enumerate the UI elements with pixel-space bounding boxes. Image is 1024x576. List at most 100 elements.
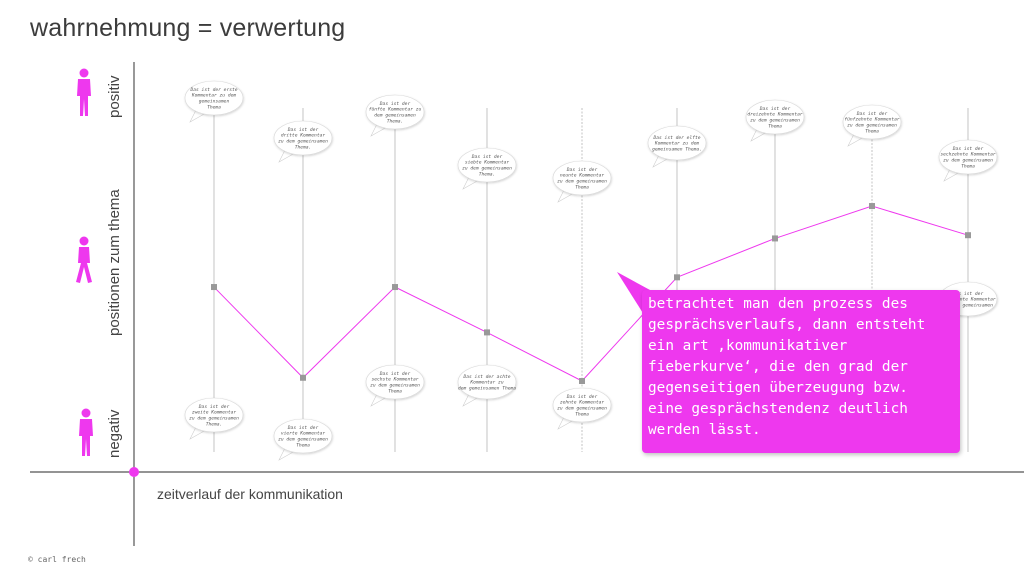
bubble-text-line: Thema (865, 128, 879, 134)
bubble-text-line: zu dem gemeinsamen (943, 302, 993, 308)
bubble-text-line: Das ist der (379, 371, 411, 377)
page-title: wahrnehmung = verwertung (30, 14, 346, 42)
bubble-text-line: fünfzehnte Kommentar (844, 117, 900, 123)
bubble-text-line: gemeinsamen Thema. (652, 146, 702, 152)
bubble-text-line: Das ist der elfte (652, 135, 700, 141)
bubble-text-line: Das ist der achte (462, 374, 510, 380)
bubble-text-line: siebzehnte Kommentar (940, 297, 996, 303)
callout-text: betrachtet man den prozess des gesprächs… (648, 296, 926, 438)
bubble-text-line: fünfte Kommentar zu (369, 107, 422, 113)
curve-point (392, 284, 398, 291)
y-label-middle: positionen zum thema (106, 189, 123, 336)
bubble-text-line: Das ist der (471, 154, 503, 160)
origin-dot (129, 467, 139, 477)
bubble-text-line: Das ist der (759, 106, 791, 112)
callout-box: betrachtet man den prozess des gesprächs… (642, 290, 960, 453)
bubble-text-line: zu dem gemeinsamen (278, 139, 328, 145)
bubble-text-line: Thema. (295, 144, 312, 150)
bubble-text-line: zweite Kommentar (192, 410, 236, 416)
bubble-text-line: zu dem gemeinsamen (750, 118, 800, 124)
bubble-text-line: siebte Kommentar (465, 160, 509, 166)
bubble-text-line: Das ist der (566, 394, 598, 400)
bubble-shape (552, 387, 612, 423)
bubble-text-line: Thema. (479, 171, 496, 177)
person-walking-icon (76, 236, 92, 283)
bubble-text-line: dritte Kommentar (281, 133, 325, 139)
callout-pointer (617, 272, 650, 318)
bubble-shape (842, 104, 902, 140)
x-axis-label: zeitverlauf der kommunikation (157, 486, 343, 502)
bubble-text-line: Kommentar zu (469, 380, 503, 386)
bubble-text-line: Das ist der (566, 167, 598, 173)
bubble-text-line: Das ist der (287, 127, 319, 133)
bubble-text-line: Das ist der (379, 101, 411, 107)
bubble-text-line: Kommentar zu dem (654, 141, 699, 147)
person-standing-icon (77, 68, 91, 116)
bubble-shape (745, 99, 805, 135)
curve-point (211, 284, 217, 291)
bubble-text-line: Thema (961, 163, 975, 169)
bubble-text-line: Thema (388, 388, 402, 394)
bubble-shape (365, 94, 425, 130)
curve-point (674, 274, 680, 281)
bubble-text-line: Das ist der (856, 111, 888, 117)
bubble-shape (273, 418, 333, 454)
y-label-negative: negativ (106, 409, 123, 458)
bubble-text-line: Thema (207, 104, 221, 110)
curve-point (869, 203, 875, 210)
curve-point (965, 232, 971, 239)
bubble-text-line: Thema (575, 411, 589, 417)
curve-point (300, 374, 306, 381)
bubble-text-line: dem gemeinsamen Thema (458, 385, 516, 391)
bubble-shape (184, 397, 244, 433)
bubble-text-line: Thema (768, 123, 782, 129)
bubble-shape (365, 364, 425, 400)
curve-point (772, 235, 778, 242)
bubble-shape (647, 125, 707, 161)
bubble-text-line: sechste Kommentar (371, 377, 418, 383)
bubble-shape (457, 147, 517, 183)
bubble-shape (457, 364, 517, 400)
bubble-text-line: neunte Kommentar (560, 173, 604, 179)
person-standing-icon (79, 408, 93, 456)
bubble-text-line: zu dem gemeinsamen (847, 123, 897, 129)
bubble-text-line: zu dem gemeinsamen (557, 179, 607, 185)
bubble-text-line: Kommentar zu dem (191, 93, 236, 99)
bubble-text-line: zu dem gemeinsamen (278, 437, 328, 443)
bubble-text-line: Thema (296, 442, 310, 448)
y-label-positive: positiv (106, 75, 123, 118)
bubble-text-line: zu dem gemeinsamen (370, 383, 420, 389)
curve-point (484, 329, 490, 336)
fever-curve (211, 203, 971, 384)
bubble-text-line: sechzehnte Kommentar (940, 152, 996, 158)
bubble-text-line: zu dem gemeinsamen (462, 166, 512, 172)
bubble-text-line: Das ist der (198, 404, 230, 410)
bubble-text-line: Das ist der (952, 146, 984, 152)
bubble-shape (938, 139, 998, 175)
bubble-shape (273, 120, 333, 156)
bubble-text-line: zehnte Kommentar (560, 400, 604, 406)
bubble-text-line: zu dem gemeinsamen (557, 406, 607, 412)
bubble-text-line: zu dem gemeinsamen (189, 416, 239, 422)
bubble-text-line: vierte Kommentar (281, 431, 325, 437)
bubble-text-line: Das ist der (952, 291, 984, 297)
bubble-text-line: dem gemeinsamen (374, 113, 416, 119)
bubble-shape (552, 160, 612, 196)
copyright: © carl frech (28, 555, 86, 564)
curve-point (579, 378, 585, 384)
bubble-text-line: Thema. (387, 118, 404, 124)
bubble-text-line: gemeinsamen (199, 99, 230, 105)
